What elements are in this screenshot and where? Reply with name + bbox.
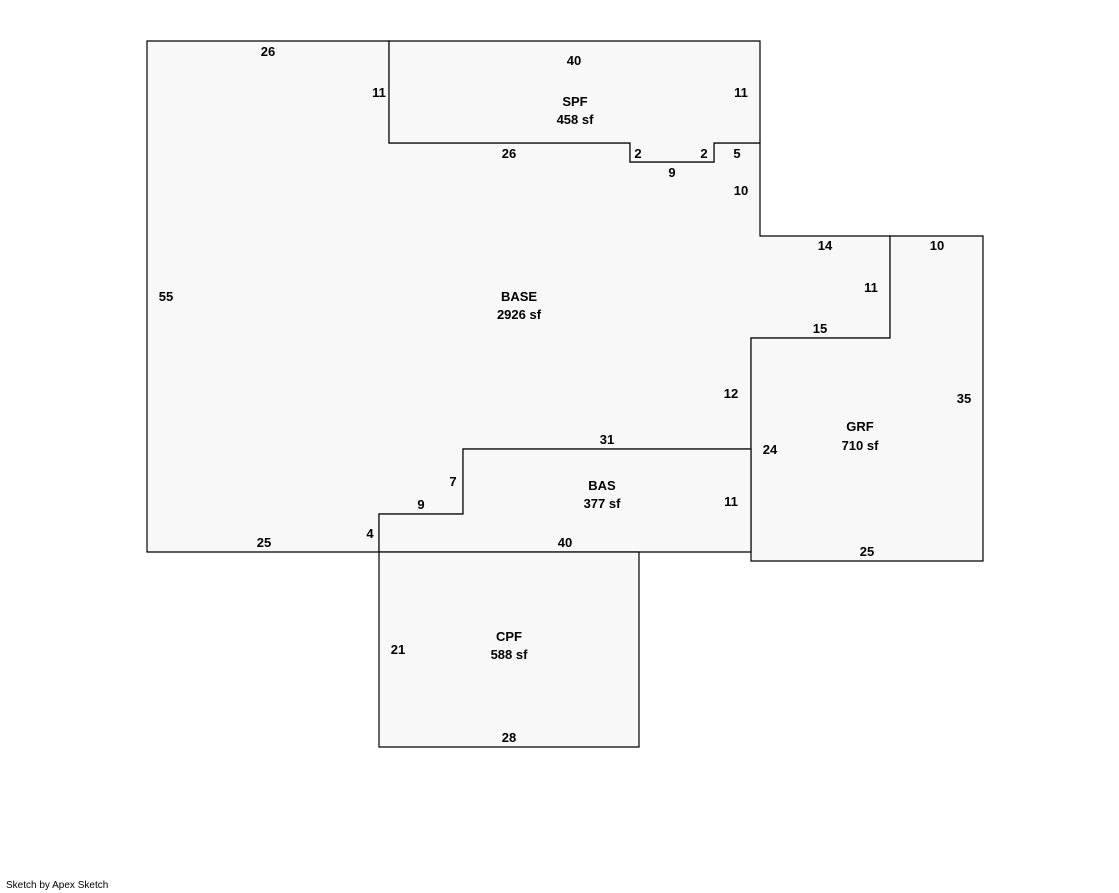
dim-bas-step-horizontal: 9 (417, 497, 424, 512)
dim-bas-step-vertical: 7 (449, 474, 456, 489)
dim-spf-left: 11 (372, 85, 386, 100)
dim-grf-left: 24 (763, 442, 778, 457)
grf-sf: 710 sf (842, 438, 880, 453)
dim-base-left: 55 (159, 289, 173, 304)
footer-credit: Sketch by Apex Sketch (6, 880, 109, 891)
dim-spf-right: 11 (734, 85, 748, 100)
bas-sf: 377 sf (584, 496, 622, 511)
cpf-label: CPF (496, 629, 522, 644)
dim-bas-right: 11 (724, 494, 738, 509)
bas-label: BAS (588, 478, 616, 493)
spf-sf: 458 sf (557, 112, 595, 127)
dim-notch-right: 2 (700, 146, 707, 161)
dim-bas-top: 31 (600, 432, 614, 447)
dim-bas-left: 4 (366, 526, 374, 541)
dim-grf-inner-vertical: 11 (864, 280, 878, 295)
cpf-sf: 588 sf (491, 647, 529, 662)
dim-grf-inner-horizontal: 15 (813, 321, 827, 336)
dim-spf-top: 40 (567, 53, 581, 68)
dim-bas-bottom: 40 (558, 535, 572, 550)
base-label: BASE (501, 289, 537, 304)
dim-notch-step: 5 (733, 146, 740, 161)
grf-label: GRF (846, 419, 874, 434)
spf-label: SPF (562, 94, 587, 109)
dim-cpf-left: 21 (391, 642, 405, 657)
dim-base-top: 26 (261, 44, 275, 59)
cpf-area (378, 551, 640, 748)
base-sf: 2926 sf (497, 307, 542, 322)
dim-step-top: 14 (818, 238, 833, 253)
dim-cpf-bottom: 28 (502, 730, 516, 745)
dim-base-bottom: 25 (257, 535, 271, 550)
dim-notch-left: 2 (634, 146, 641, 161)
spf-area (388, 40, 761, 163)
dim-grf-top: 10 (930, 238, 944, 253)
dim-grf-right: 35 (957, 391, 971, 406)
dim-grf-bottom: 25 (860, 544, 874, 559)
grf-area (750, 235, 984, 562)
dim-right-upper: 10 (734, 183, 748, 198)
dim-notch-bottom: 9 (668, 165, 675, 180)
dim-base-right-lower: 12 (724, 386, 738, 401)
dim-spf-bottom: 26 (502, 146, 516, 161)
